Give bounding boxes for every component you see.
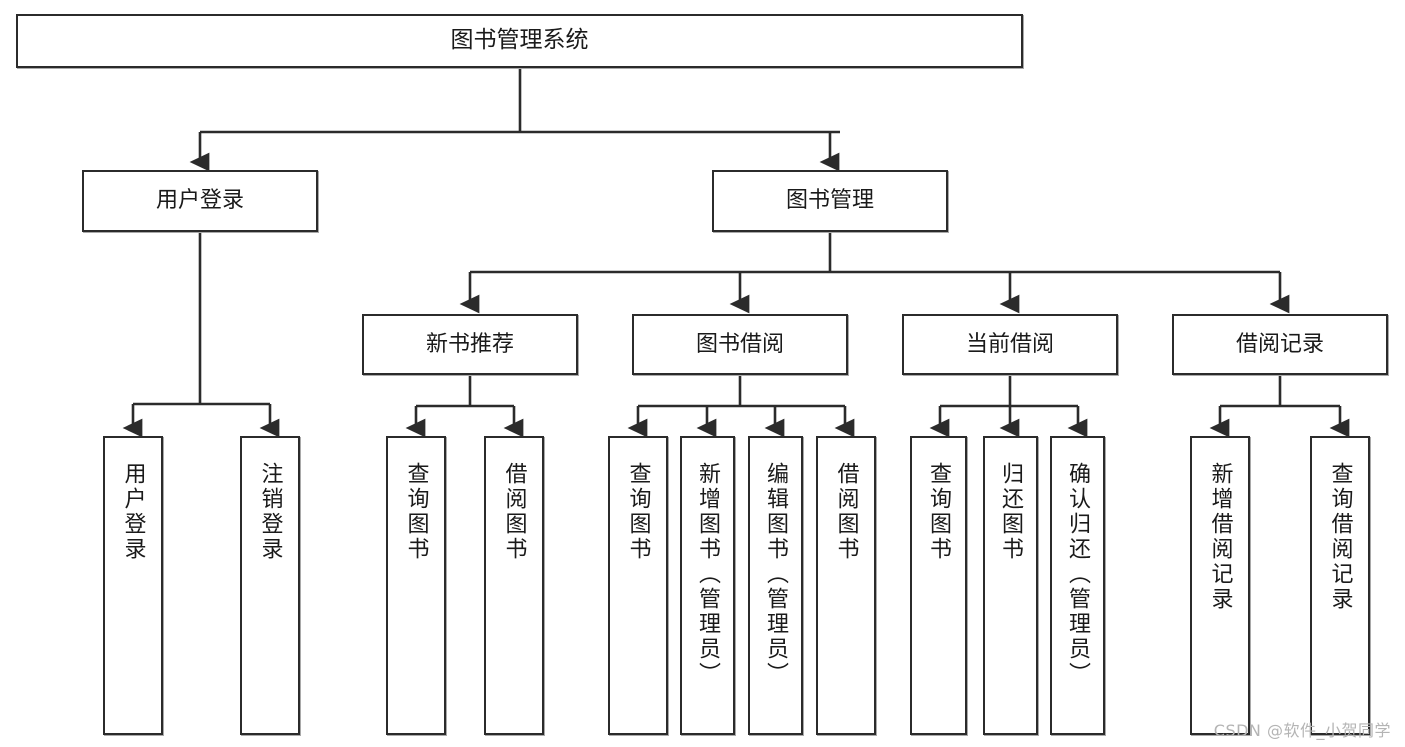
leaf-current-query-book[interactable]: 查询图书	[910, 436, 967, 735]
leaf-user-logout[interactable]: 注销登录	[240, 436, 300, 735]
node-current-borrow[interactable]: 当前借阅	[902, 314, 1118, 375]
node-label: 查询图书	[403, 462, 429, 562]
node-label: 用户登录	[155, 188, 244, 214]
leaf-borrow-query-book[interactable]: 查询图书	[608, 436, 668, 735]
leaf-current-confirm-return-admin[interactable]: 确认归还（管理员）	[1050, 436, 1105, 735]
node-label: 新增图书（管理员）	[695, 462, 721, 687]
node-label: 图书管理系统	[450, 27, 589, 54]
node-label: 注销登录	[257, 462, 283, 562]
node-label: 确认归还（管理员）	[1065, 462, 1091, 687]
node-label: 图书管理	[785, 188, 874, 214]
node-label: 新书推荐	[425, 331, 514, 357]
leaf-recommend-query-book[interactable]: 查询图书	[386, 436, 446, 735]
node-label: 用户登录	[120, 462, 146, 562]
leaf-records-add-record[interactable]: 新增借阅记录	[1190, 436, 1250, 735]
node-label: 查询图书	[625, 462, 651, 562]
node-label: 归还图书	[998, 462, 1024, 562]
node-label: 当前借阅	[965, 331, 1054, 357]
leaf-records-query-record[interactable]: 查询借阅记录	[1310, 436, 1370, 735]
watermark: CSDN @软件_小贺同学	[1213, 721, 1391, 740]
leaf-borrow-borrow-book[interactable]: 借阅图书	[816, 436, 876, 735]
leaf-user-login[interactable]: 用户登录	[103, 436, 163, 735]
node-root-system[interactable]: 图书管理系统	[16, 14, 1023, 68]
leaf-borrow-edit-book-admin[interactable]: 编辑图书（管理员）	[748, 436, 803, 735]
node-label: 借阅记录	[1235, 331, 1324, 357]
node-label: 新增借阅记录	[1207, 462, 1233, 612]
node-label: 查询借阅记录	[1327, 462, 1353, 612]
node-book-borrow[interactable]: 图书借阅	[632, 314, 848, 375]
leaf-borrow-add-book-admin[interactable]: 新增图书（管理员）	[680, 436, 735, 735]
node-label: 图书借阅	[695, 331, 784, 357]
node-label: 借阅图书	[833, 462, 859, 562]
leaf-recommend-borrow-book[interactable]: 借阅图书	[484, 436, 544, 735]
node-label: 查询图书	[926, 462, 952, 562]
node-borrow-records[interactable]: 借阅记录	[1172, 314, 1388, 375]
node-label: 编辑图书（管理员）	[763, 462, 789, 687]
node-book-management[interactable]: 图书管理	[712, 170, 948, 232]
leaf-current-return-book[interactable]: 归还图书	[983, 436, 1038, 735]
node-user-login[interactable]: 用户登录	[82, 170, 318, 232]
node-new-book-recommend[interactable]: 新书推荐	[362, 314, 578, 375]
node-label: 借阅图书	[501, 462, 527, 562]
